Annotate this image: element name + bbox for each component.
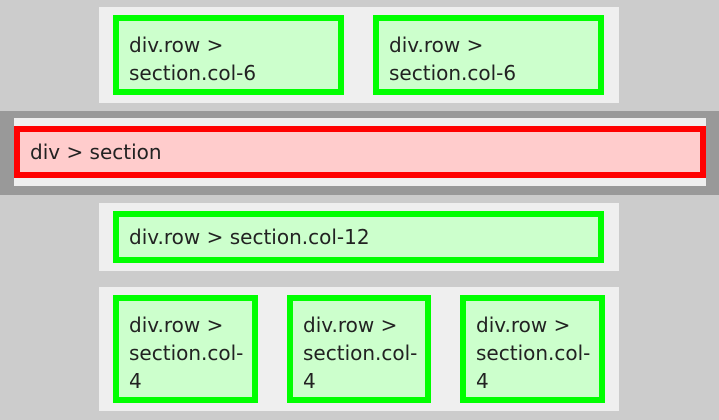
section-col-12: div.row > section.col-12 <box>113 211 604 263</box>
row-col-4: div.row > section.col- 4 div.row > secti… <box>99 287 619 411</box>
section-label-line3: 4 <box>303 369 316 393</box>
section-label-line2: section.col- <box>129 341 244 365</box>
section-label-line1: div.row > <box>129 313 224 337</box>
section-col-6-first: div.row > section.col-6 <box>113 15 344 95</box>
section-label-line1: div.row > <box>389 33 484 57</box>
section-label: div.row > section.col-12 <box>129 225 370 249</box>
highlight-label: div > section <box>30 140 162 164</box>
section-col-4-first: div.row > section.col- 4 <box>113 295 258 403</box>
section-label-line2: section.col-6 <box>389 61 517 85</box>
row-col-6: div.row > section.col-6 div.row > sectio… <box>99 7 619 103</box>
section-label-line2: section.col- <box>476 341 591 365</box>
section-col-6-second: div.row > section.col-6 <box>373 15 604 95</box>
highlight-band: div > section <box>0 111 719 195</box>
section-label-line1: div.row > <box>303 313 398 337</box>
row-col-12: div.row > section.col-12 <box>99 203 619 271</box>
section-col-4-second: div.row > section.col- 4 <box>287 295 431 403</box>
section-label-line2: section.col-6 <box>129 61 257 85</box>
highlight-div: div > section <box>14 118 706 186</box>
section-label-line1: div.row > <box>476 313 571 337</box>
section-label-line1: div.row > <box>129 33 224 57</box>
highlight-section: div > section <box>14 126 706 178</box>
section-label-line3: 4 <box>129 369 142 393</box>
section-label-line3: 4 <box>476 369 489 393</box>
section-label-line2: section.col- <box>303 341 418 365</box>
section-col-4-third: div.row > section.col- 4 <box>460 295 605 403</box>
